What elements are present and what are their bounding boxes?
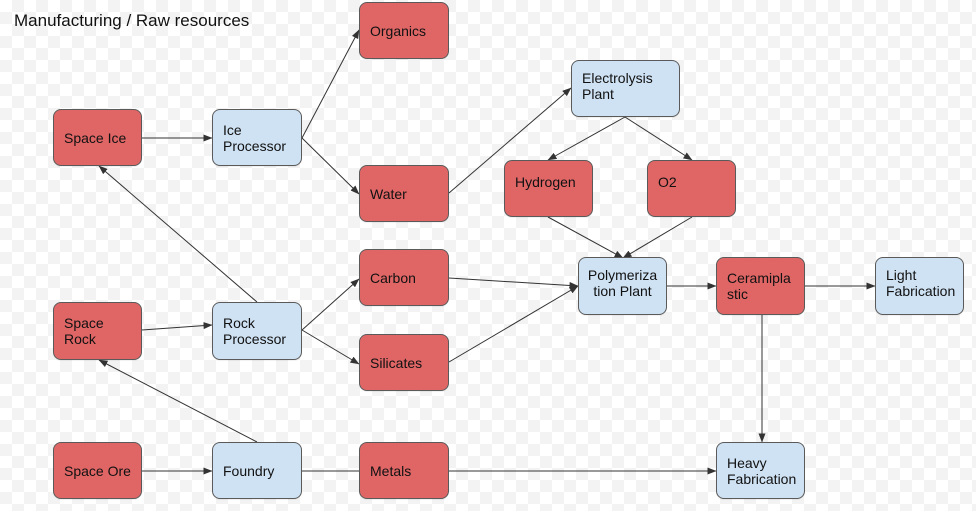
node-silicates[interactable]: Silicates	[359, 334, 449, 391]
node-water-label: Water	[370, 185, 407, 202]
edge-electrolysis-to-hydrogen	[547, 116, 626, 161]
node-organics[interactable]: Organics	[359, 2, 449, 59]
node-polymerization-plant-label: Polymeriza tion Plant	[587, 267, 658, 299]
node-organics-label: Organics	[370, 22, 427, 39]
node-polymerization-plant[interactable]: Polymeriza tion Plant	[578, 257, 667, 315]
node-ceramiplastic[interactable]: Ceramipla stic	[716, 257, 805, 315]
node-o2[interactable]: O2	[647, 160, 736, 217]
node-carbon[interactable]: Carbon	[359, 249, 449, 306]
edge-o2-to-polymerization	[622, 216, 693, 259]
node-rock-processor-label: Rock Processor	[223, 315, 287, 347]
edge-space-rock-to-rock-processor	[141, 322, 213, 331]
node-silicates-label: Silicates	[370, 354, 423, 371]
node-electrolysis-plant[interactable]: Electrolysis Plant	[571, 60, 680, 117]
edge-hydrogen-to-polymerization	[547, 216, 624, 259]
node-space-rock[interactable]: Space Rock	[53, 302, 142, 360]
edge-electrolysis-to-o2	[624, 116, 693, 161]
node-light-fabrication[interactable]: Light Fabrication	[875, 257, 964, 315]
edge-rock-processor-to-silicates	[301, 329, 360, 365]
node-o2-label: O2	[658, 174, 677, 190]
edge-ice-processor-to-water	[301, 137, 360, 195]
edge-rock-processor-to-carbon	[301, 278, 360, 331]
edge-rock-processor-to-space-ice	[98, 165, 258, 303]
node-foundry[interactable]: Foundry	[212, 442, 302, 499]
node-metals-label: Metals	[370, 462, 412, 479]
node-ceramiplastic-label: Ceramipla stic	[727, 270, 791, 302]
node-space-rock-label: Space Rock	[64, 315, 104, 347]
node-heavy-fabrication[interactable]: Heavy Fabrication	[716, 442, 805, 499]
node-foundry-label: Foundry	[223, 462, 275, 479]
edge-foundry-to-space-rock	[98, 359, 258, 443]
node-electrolysis-plant-label: Electrolysis Plant	[582, 70, 653, 102]
node-light-fabrication-label: Light Fabrication	[886, 267, 956, 299]
node-carbon-label: Carbon	[370, 269, 416, 286]
node-space-ice[interactable]: Space Ice	[53, 109, 142, 166]
node-space-ice-label: Space Ice	[64, 129, 127, 146]
node-hydrogen[interactable]: Hydrogen	[504, 160, 593, 217]
edge-silicates-to-polymerization	[448, 285, 579, 363]
node-space-ore[interactable]: Space Ore	[53, 442, 142, 499]
node-metals[interactable]: Metals	[359, 442, 449, 499]
node-ice-processor[interactable]: Ice Processor	[212, 109, 302, 166]
node-heavy-fabrication-label: Heavy Fabrication	[727, 454, 797, 487]
edge-ice-processor-to-organics	[301, 29, 360, 139]
edge-water-to-electrolysis	[448, 87, 572, 194]
node-ice-processor-label: Ice Processor	[223, 121, 287, 154]
node-space-ore-label: Space Ore	[64, 462, 131, 479]
edge-carbon-to-polymerization	[448, 277, 579, 289]
node-rock-processor[interactable]: Rock Processor	[212, 302, 302, 360]
node-water[interactable]: Water	[359, 165, 449, 222]
node-hydrogen-label: Hydrogen	[515, 174, 576, 190]
page-title: Manufacturing / Raw resources	[14, 11, 250, 30]
